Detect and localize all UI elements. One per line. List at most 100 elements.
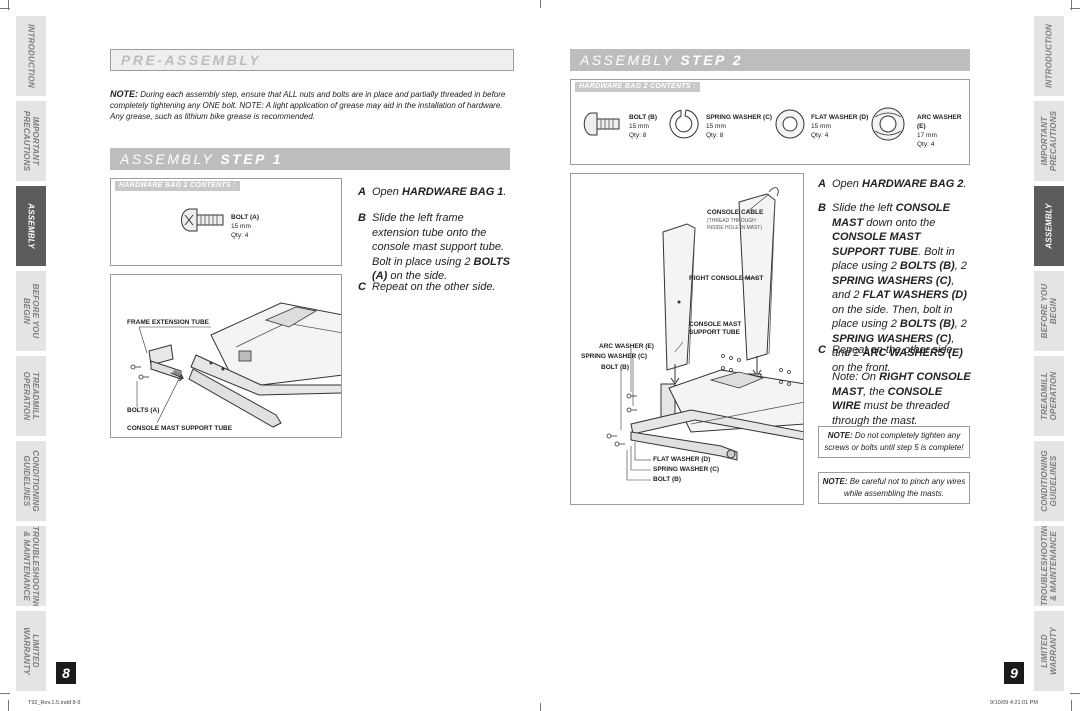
label-right-console-mast: RIGHT CONSOLE MAST [689,275,764,282]
tab-label: ASSEMBLY [1044,203,1054,249]
tab-treadmill-operation[interactable]: TREADMILL OPERATION [16,356,46,436]
part-name: SPRING WASHER (C) [706,114,773,121]
step-text-bold: RIGHT CONSOLE MAST [832,371,971,398]
note-text: Be careful not to pinch any wires while … [843,477,966,498]
step-letter: C [358,281,366,293]
step-text: on the side. Then, bolt in place using 2 [832,303,953,331]
part-size: 17 mm [917,132,937,139]
step-text: , 2 [954,260,967,272]
pre-assembly-header: PRE-ASSEMBLY [110,49,514,71]
label-spring-washer-c: SPRING WASHER (C) [581,353,648,360]
part-size: 15 mm [706,123,726,130]
step-text: Repeat on the other side. [832,344,956,356]
crop-mark [1071,0,1072,10]
step-text-bold: SPRING WASHERS (C) [832,332,952,345]
step1-diagram: FRAME EXTENSION TUBE BOLTS (A) CONSOLE M… [110,274,342,438]
step-text-bold: BOLTS (B) [899,318,955,330]
step-text: , 2 [954,318,967,330]
part-name: FLAT WASHER (D) [811,114,869,121]
label-flat-washer-d: FLAT WASHER (D) [653,456,711,463]
step-text: . [963,178,967,190]
step2-note: Note: On RIGHT CONSOLE MAST, the CONSOLE… [832,370,972,428]
label-console-cable-note: INSIDE HOLE IN MAST) [707,225,763,231]
hardware-bag-1-label: HARDWARE BAG 1 CONTENTS : [115,181,240,191]
tab-label: INTRODUCTION [26,24,36,88]
step1-title-bold: STEP 1 [220,151,284,167]
crop-mark [8,0,9,10]
step1-instruction-b: B Slide the left frame extension tube on… [358,211,510,284]
step-text-bold: SPRING WASHERS (C) [832,274,952,287]
crop-mark [1070,8,1080,9]
step-letter: C [818,344,826,356]
tab-introduction[interactable]: INTRODUCTION [16,16,46,96]
hardware-bag-2-label: HARDWARE BAG 2 CONTENTS : [575,82,700,92]
tab-important-precautions[interactable]: IMPORTANT PRECAUTIONS [16,101,46,181]
note-box-wires: NOTE: Be careful not to pinch any wires … [818,472,970,504]
tab-assembly[interactable]: ASSEMBLY [1034,186,1064,266]
tab-treadmill-operation[interactable]: TREADMILL OPERATION [1034,356,1064,436]
hardware-bag-2-box: HARDWARE BAG 2 CONTENTS : BOLT (B) 15 mm… [570,79,970,165]
step-text-bold: FLAT WASHERS (D) [862,289,967,301]
label-spring-washer-c: SPRING WASHER (C) [653,466,720,473]
step-text: . [503,186,507,198]
note-label: NOTE: [110,89,138,99]
part-bolt-b: BOLT (B) 15 mm Qty: 8 [629,113,657,140]
spring-washer-icon [669,109,699,139]
tab-assembly[interactable]: ASSEMBLY [16,186,46,266]
tab-conditioning-guidelines[interactable]: CONDITIONING GUIDELINES [1034,441,1064,521]
arc-washer-icon [871,107,905,141]
tab-label: LIMITED WARRANTY [1040,627,1058,675]
tab-introduction[interactable]: INTRODUCTION [1034,16,1064,96]
note-text: Do not completely tighten any screws or … [824,431,964,452]
part-flat-washer-d: FLAT WASHER (D) 15 mm Qty: 4 [811,113,868,140]
tab-before-you-begin[interactable]: BEFORE YOU BEGIN [1034,271,1064,351]
step-text: , the [863,385,888,398]
pre-assembly-note: NOTE: During each assembly step, ensure … [110,89,515,122]
part-size: 15 mm [629,123,649,130]
page-number-left: 8 [56,662,76,684]
flat-washer-icon [775,109,805,139]
step-text: down onto the [863,216,936,229]
label-frame-extension-tube: FRAME EXTENSION TUBE [127,319,209,326]
label-console-mast-support-tube: CONSOLE MAST [689,321,742,328]
label-console-cable-note: (THREAD THROUGH [707,218,756,224]
tab-limited-warranty[interactable]: LIMITED WARRANTY [16,611,46,691]
tab-label: ASSEMBLY [26,203,36,249]
tab-limited-warranty[interactable]: LIMITED WARRANTY [1034,611,1064,691]
step-letter: B [358,212,366,224]
step2-title-bold: STEP 2 [680,52,744,68]
step-text-bold: BOLTS (A) [372,255,510,283]
step2-instruction-a: A Open HARDWARE BAG 2. [818,177,972,192]
crop-mark [540,0,541,8]
step-text: Slide the left [832,202,896,214]
tab-troubleshooting[interactable]: TROUBLESHOOTING & MAINTENANCE [16,526,46,606]
console-mast-illustration [606,187,803,481]
step-text-bold: CONSOLE WIRE [832,385,943,413]
step2-instruction-c: C Repeat on the other side. [818,343,972,358]
step-text: . Bolt in place using 2 [832,245,955,273]
tab-label: TREADMILL OPERATION [22,371,40,421]
tab-troubleshooting[interactable]: TROUBLESHOOTING & MAINTENANCE [1034,526,1064,606]
crop-mark [1070,693,1080,694]
tab-label: CONDITIONING GUIDELINES [22,450,40,512]
tab-important-precautions[interactable]: IMPORTANT PRECAUTIONS [1034,101,1064,181]
tab-conditioning-guidelines[interactable]: CONDITIONING GUIDELINES [16,441,46,521]
part-spring-washer-c: SPRING WASHER (C) 15 mm Qty: 8 [706,113,772,140]
part-arc-washer-e: ARC WASHER (E) 17 mm Qty: 4 [917,113,969,149]
step-letter: A [818,178,826,190]
crop-mark [8,700,9,711]
tab-before-you-begin[interactable]: BEFORE YOU BEGIN [16,271,46,351]
step1-instruction-c: C Repeat on the other side. [358,280,512,295]
tab-label: TROUBLESHOOTING & MAINTENANCE [22,526,40,606]
step-text: , and 2 [832,332,955,360]
step-text-bold: CONSOLE MAST [832,202,950,229]
step-letter: B [818,202,826,214]
tab-label: LIMITED WARRANTY [22,627,40,675]
bolt-a-icon [181,208,224,232]
step2-header: ASSEMBLY STEP 2 [570,49,970,71]
tab-label: IMPORTANT PRECAUTIONS [22,110,40,172]
step1-header: ASSEMBLY STEP 1 [110,148,510,170]
note-text: During each assembly step, ensure that A… [110,90,506,121]
step-text-bold: HARDWARE BAG 2 [861,178,964,190]
hardware-bag-1-box: HARDWARE BAG 1 CONTENTS : BOLT (A) 15 mm… [110,178,342,266]
